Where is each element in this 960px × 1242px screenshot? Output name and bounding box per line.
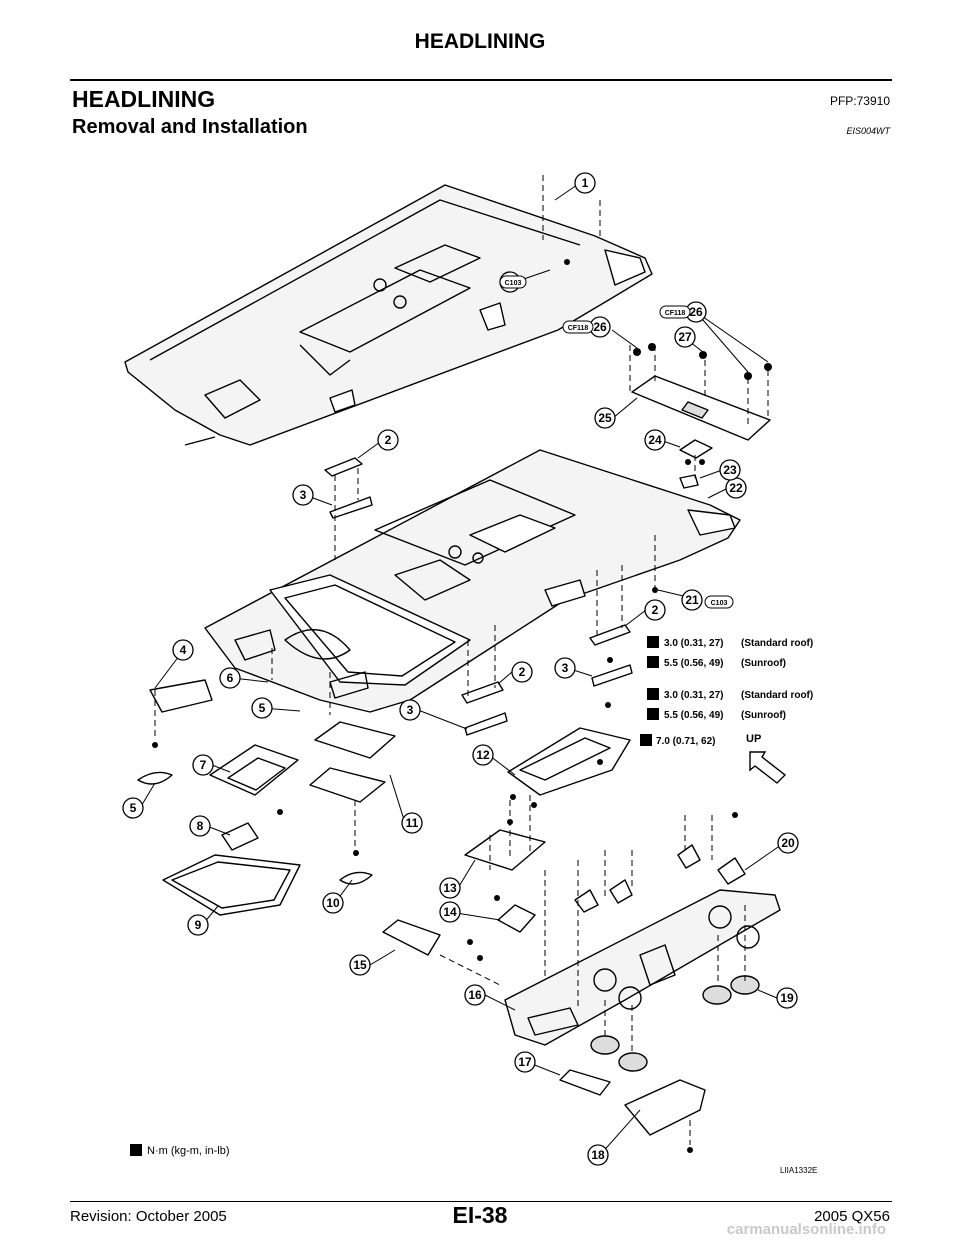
callout-15: 15: [353, 958, 367, 972]
footer-rule: [70, 1201, 892, 1202]
torque-sun-2: 5.5 (0.56, 49): [664, 710, 723, 721]
callout-3b: 3: [562, 661, 569, 675]
subsection-title: Removal and Installation: [72, 116, 308, 138]
callout-7: 7: [200, 758, 207, 772]
torque-std-2: 3.0 (0.31, 27): [664, 690, 723, 701]
section-code: PFP:73910: [829, 94, 890, 108]
torque-std-1: 3.0 (0.31, 27): [664, 638, 723, 649]
callout-22: 22: [729, 481, 743, 495]
connector-c103-a: C103: [505, 280, 522, 287]
torque-std-1-note: (Standard roof): [741, 638, 813, 649]
callout-5b: 5: [130, 801, 137, 815]
callout-16: 16: [468, 988, 482, 1002]
callout-14: 14: [443, 905, 457, 919]
callout-26a: 26: [593, 320, 607, 334]
callout-3a: 3: [300, 488, 307, 502]
callout-2b: 2: [652, 603, 659, 617]
callout-20: 20: [781, 836, 795, 850]
connector-c103-b: C103: [711, 600, 728, 607]
connector-cf118-b: CF118: [665, 310, 686, 317]
headlining-standard: [124, 184, 653, 446]
torque-sun-2-note: (Sunroof): [741, 710, 786, 721]
callout-21b: 21: [685, 593, 699, 607]
callout-24: 24: [648, 433, 662, 447]
callout-2a: 2: [385, 433, 392, 447]
torque-wrench-icon: [647, 636, 659, 648]
callout-18: 18: [591, 1148, 605, 1162]
up-label: UP: [746, 733, 761, 745]
callout-4: 4: [180, 643, 187, 657]
callout-13: 13: [443, 881, 457, 895]
callout-11: 11: [406, 816, 419, 830]
headlining-sunroof: [204, 449, 741, 713]
page-number: EI-38: [452, 1202, 508, 1228]
torque-sun-1: 5.5 (0.56, 49): [664, 658, 723, 669]
figure-id: LIIA1332E: [780, 1166, 817, 1175]
torque-std-2-note: (Standard roof): [741, 690, 813, 701]
callout-10: 10: [326, 896, 340, 910]
callout-17: 17: [518, 1055, 532, 1069]
callout-6: 6: [227, 671, 234, 685]
callout-12: 12: [476, 748, 490, 762]
callout-3c: 3: [407, 703, 414, 717]
callout-9: 9: [195, 918, 202, 932]
header-rule: [70, 79, 892, 81]
callout-1: 1: [582, 176, 589, 190]
torque-7: 7.0 (0.71, 62): [656, 736, 715, 747]
torque-wrench-icon: [647, 708, 659, 720]
page-header: HEADLINING: [414, 30, 546, 53]
callout-27: 27: [678, 330, 692, 344]
callout-5a: 5: [259, 701, 266, 715]
callout-19: 19: [780, 991, 794, 1005]
up-arrow-icon: [749, 751, 787, 784]
callout-23: 23: [723, 463, 737, 477]
callout-labels: 1 2 2 2 3 3 3 4 5 5 6 7 8 9 10 11 12 13 …: [130, 176, 795, 1162]
callout-26b: 26: [689, 305, 703, 319]
callout-25: 25: [598, 411, 612, 425]
torque-wrench-icon: [130, 1144, 142, 1156]
torque-sun-1-note: (Sunroof): [741, 658, 786, 669]
subsection-code: EIS004WT: [846, 126, 890, 136]
watermark[interactable]: carmanualsonline.info: [726, 1221, 886, 1238]
torque-wrench-icon: [647, 656, 659, 668]
connector-cf118-a: CF118: [568, 325, 589, 332]
callout-8: 8: [197, 819, 204, 833]
torque-wrench-icon: [640, 734, 652, 746]
torque-wrench-icon: [647, 688, 659, 700]
torque-legend: N·m (kg-m, in-lb): [147, 1145, 230, 1157]
model-name: 2005 QX56: [814, 1208, 890, 1225]
section-title: HEADLINING: [72, 86, 216, 112]
callout-2c: 2: [519, 665, 526, 679]
revision-date: Revision: October 2005: [70, 1208, 227, 1225]
callout-circles: [122, 172, 799, 1166]
exploded-diagram: 1 2 2 2 3 3 3 4 5 5 6 7 8 9 10 11 12 13 …: [122, 172, 817, 1175]
